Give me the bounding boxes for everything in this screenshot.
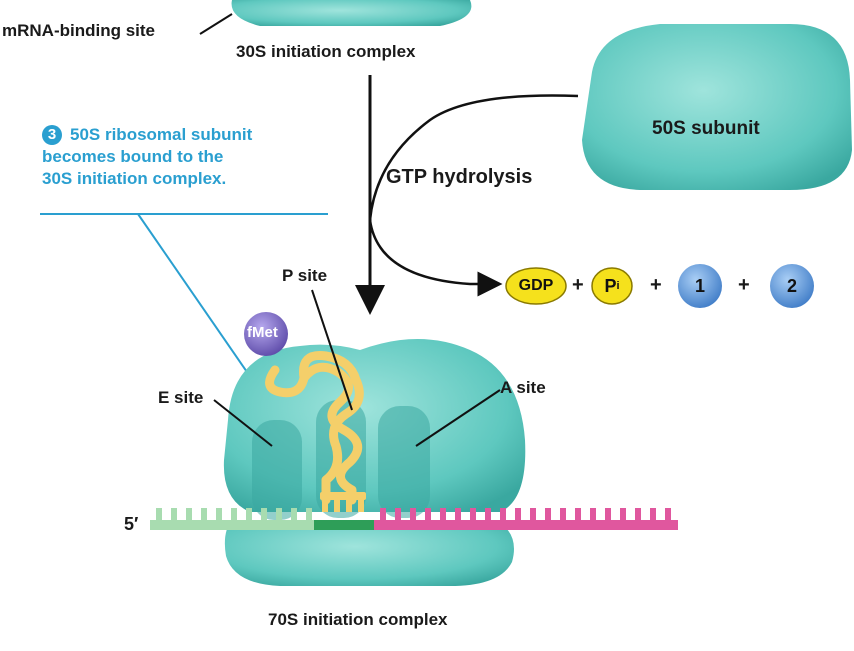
50s-subunit-label: 50S subunit bbox=[652, 118, 760, 139]
mrna-tooth bbox=[186, 508, 192, 522]
mrna-binding-site-label: mRNA-binding site bbox=[2, 21, 155, 40]
mrna-tooth bbox=[201, 508, 207, 522]
mrna-tooth bbox=[485, 508, 491, 522]
mrna-tooth bbox=[590, 508, 596, 522]
mrna-tooth bbox=[560, 508, 566, 522]
plus-sign-3: + bbox=[738, 274, 750, 296]
pi-main: P bbox=[604, 275, 617, 296]
mrna-tooth bbox=[635, 508, 641, 522]
step-line-1: 50S ribosomal subunit bbox=[70, 125, 253, 144]
mrna-tooth bbox=[665, 508, 671, 522]
mrna-tooth bbox=[575, 508, 581, 522]
mrna-tooth bbox=[306, 508, 312, 522]
mrna-tooth bbox=[500, 508, 506, 522]
p-site-pointer bbox=[311, 289, 353, 411]
factor-2-ball bbox=[770, 264, 814, 308]
mrna-tooth bbox=[410, 508, 416, 522]
70s-small-subunit bbox=[224, 520, 514, 586]
mrna-binding-site-pointer bbox=[199, 13, 233, 35]
mrna-tooth bbox=[276, 508, 282, 522]
step-3-note: 3 50S ribosomal subunit becomes bound to … bbox=[42, 124, 342, 190]
plus-sign-2: + bbox=[650, 274, 662, 296]
fmet-ball bbox=[244, 312, 288, 356]
hydrolysis-curve bbox=[368, 94, 579, 297]
gtp-hydrolysis-label: GTP hydrolysis bbox=[386, 166, 533, 188]
factor-1-ball bbox=[678, 264, 722, 308]
factor-2-label: 2 bbox=[786, 275, 797, 296]
mrna-tooth bbox=[216, 508, 222, 522]
mrna-tooth bbox=[291, 508, 297, 522]
step-number-badge: 3 bbox=[42, 125, 62, 145]
mrna-tooth bbox=[650, 508, 656, 522]
mrna-tooth bbox=[425, 508, 431, 522]
plus-sign-1: + bbox=[572, 274, 584, 296]
mrna-tooth bbox=[261, 508, 267, 522]
pi-subscript: i bbox=[616, 280, 620, 292]
a-site-pointer bbox=[415, 389, 501, 447]
anticodon-prongs bbox=[320, 492, 366, 512]
mrna-tooth bbox=[231, 508, 237, 522]
factor-1-label: 1 bbox=[694, 275, 705, 296]
e-site-pointer bbox=[213, 399, 273, 447]
mrna-tooth bbox=[470, 508, 476, 522]
e-site-channel bbox=[252, 420, 302, 520]
mrna-tooth bbox=[395, 508, 401, 522]
mrna-tooth bbox=[620, 508, 626, 522]
50s-subunit-shape bbox=[582, 24, 852, 190]
p-site-label: P site bbox=[282, 266, 328, 285]
gdp-label: GDP bbox=[518, 277, 554, 294]
mrna-tooth bbox=[545, 508, 551, 522]
30s-complex-fragment bbox=[231, 0, 472, 26]
e-site-label: E site bbox=[158, 388, 204, 407]
70s-complex-label: 70S initiation complex bbox=[268, 610, 448, 629]
five-prime-label: 5′ bbox=[124, 514, 139, 534]
mrna-strand bbox=[150, 508, 678, 530]
mrna-tooth bbox=[380, 508, 386, 522]
mrna-tooth bbox=[246, 508, 252, 522]
step-line-2: becomes bound to the bbox=[42, 147, 224, 166]
mrna-tooth bbox=[171, 508, 177, 522]
mrna-tooth bbox=[515, 508, 521, 522]
pi-oval bbox=[591, 267, 633, 305]
step-callout-pointer bbox=[137, 213, 259, 389]
gdp-oval bbox=[505, 267, 567, 305]
mrna-tooth bbox=[530, 508, 536, 522]
fmet-label: fMet bbox=[247, 324, 278, 341]
step-line-3: 30S initiation complex. bbox=[42, 169, 227, 188]
mrna-tooth bbox=[455, 508, 461, 522]
a-site-channel bbox=[378, 406, 430, 518]
30s-complex-label: 30S initiation complex bbox=[236, 42, 416, 61]
mrna-tooth bbox=[440, 508, 446, 522]
a-site-label: A site bbox=[500, 378, 546, 397]
mrna-tooth bbox=[156, 508, 162, 522]
mrna-tooth bbox=[605, 508, 611, 522]
initiator-trna bbox=[265, 350, 364, 505]
